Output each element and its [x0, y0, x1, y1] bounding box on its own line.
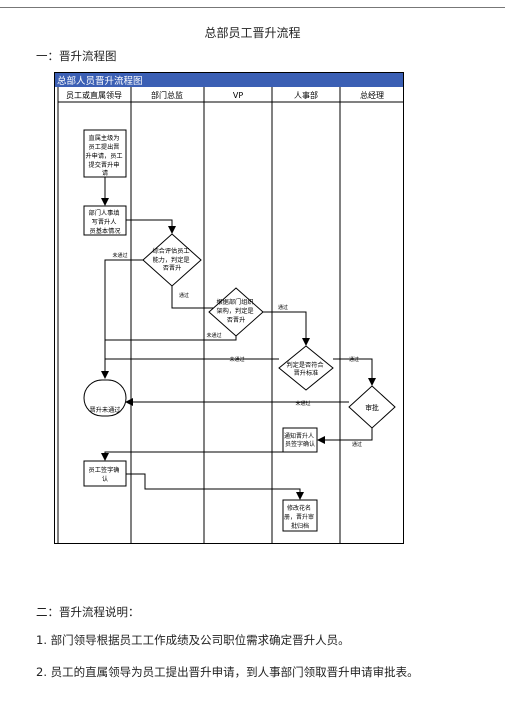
document-title: 总部员工晋升流程	[204, 26, 301, 40]
list-item-number: 2.	[36, 665, 47, 679]
section-heading-description: 二：晋升流程说明：	[36, 605, 140, 619]
lane-header-employee: 员工或直属领导	[66, 90, 122, 100]
flowchart: 总部人员晋升流程图 员工或直属领导 部门总监 VP 人事部 总经理 直属主级为 …	[54, 72, 404, 544]
edge-label-fail: 未通过	[229, 356, 244, 363]
svg-text:判定是否符合 晋升标准: 判定是否符合 晋升标准	[286, 361, 325, 377]
node-fill-info-line: 写晋升人	[92, 218, 117, 226]
node-decision-hr-line: 判定是否符合	[286, 361, 323, 369]
node-fill-info-line: 员基本情况	[90, 227, 121, 235]
flowchart-title: 总部人员晋升流程图	[57, 75, 143, 87]
flowchart-banner	[55, 73, 403, 87]
node-decision-vp-line: 架构，判定是	[216, 307, 253, 315]
node-decision-director-line: 能力，判定是	[152, 256, 189, 264]
edge-label-pass: 通过	[349, 356, 359, 363]
svg-text:通知晋升人 员签字确认: 通知晋升人 员签字确认	[284, 432, 316, 448]
lane-header-hr: 人事部	[294, 90, 318, 100]
node-decision-gm-label: 审批	[365, 403, 379, 412]
list-item: 2. 员工的直属领导为员工提出晋升申请，到人事部门领取晋升申请审批表。	[36, 664, 419, 680]
header-rule	[0, 7, 505, 8]
svg-text:根据部门组织 架构，判定是 否晋升: 根据部门组织 架构，判定是 否晋升	[216, 298, 255, 324]
node-archive-line: 批归档	[291, 522, 309, 530]
list-item: 1. 部门领导根据员工工作成绩及公司职位需求确定晋升人员。	[36, 632, 350, 648]
list-item-number: 1.	[36, 633, 47, 647]
lane-header-gm: 总经理	[360, 90, 384, 100]
edge-label-fail: 未通过	[295, 400, 310, 407]
edge-label-pass: 通过	[278, 304, 288, 311]
edge-label-pass: 通过	[179, 292, 189, 299]
svg-text:部门人事填 写晋升人 员基本情况: 部门人事填 写晋升人 员基本情况	[89, 209, 122, 235]
svg-text:员工签字确 认: 员工签字确 认	[89, 466, 122, 483]
node-start-line: 直属主级为	[89, 134, 120, 142]
node-notify	[282, 427, 318, 453]
node-start-line: 提交晋升申	[89, 161, 120, 169]
node-start-line: 升申请，员工	[85, 152, 122, 160]
edge-label-fail: 未通过	[206, 332, 221, 339]
node-decision-director-line: 否晋升	[163, 264, 182, 272]
node-decision-director-line: 综合评估员工	[152, 247, 189, 255]
node-terminal	[83, 379, 127, 417]
list-item-text: 员工的直属领导为员工提出晋升申请，到人事部门领取晋升申请审批表。	[50, 665, 419, 679]
node-archive	[282, 499, 318, 532]
node-sign-line: 认	[102, 475, 108, 483]
list-item-text: 部门领导根据员工工作成绩及公司职位需求确定晋升人员。	[50, 633, 350, 647]
node-decision-vp-line: 否晋升	[227, 316, 246, 324]
node-archive-line: 修改花名	[287, 504, 311, 512]
svg-text:综合评估员工 能力，判定是 否晋升: 综合评估员工 能力，判定是 否晋升	[152, 247, 191, 272]
lane-header-vp: VP	[233, 91, 243, 100]
node-decision-hr	[278, 345, 334, 391]
node-fill-info-line: 部门人事填	[89, 209, 120, 217]
node-decision-hr-line: 晋升标准	[294, 369, 319, 377]
edge-label-fail: 未通过	[112, 252, 127, 259]
node-archive-line: 册，晋升审	[284, 513, 314, 521]
node-start-line: 请	[102, 169, 108, 177]
svg-text:直属主级为 员工提出晋 升申请，员工: 直属主级为 员工提出晋 升申请，员工 提交晋升申 请	[85, 134, 124, 177]
node-terminal-label: 晋升未通过	[90, 406, 121, 414]
edge-label-pass: 通过	[352, 441, 362, 448]
node-start	[83, 129, 127, 178]
section-heading-flowchart: 一：晋升流程图	[36, 49, 117, 63]
node-sign-line: 员工签字确	[89, 466, 120, 474]
node-decision-vp-line: 根据部门组织	[216, 298, 253, 306]
node-fill-info	[83, 205, 127, 236]
node-notify-line: 员签字确认	[285, 440, 315, 448]
node-start-line: 员工提出晋	[89, 143, 120, 151]
svg-text:修改花名 册，晋升审 批归档: 修改花名 册，晋升审 批归档	[284, 504, 316, 530]
node-notify-line: 通知晋升人	[284, 432, 314, 440]
lane-header-dept-director: 部门总监	[151, 90, 183, 100]
